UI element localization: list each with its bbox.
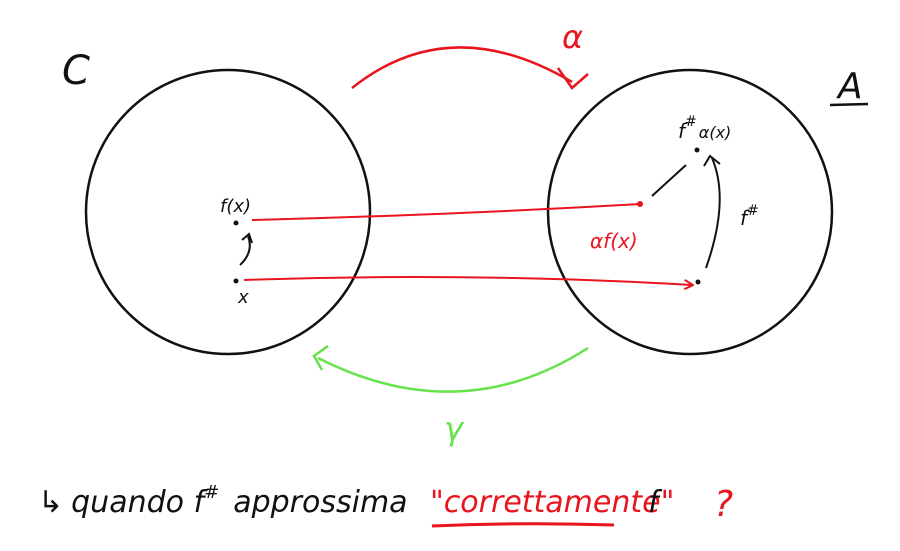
right-set-label: A <box>836 66 863 107</box>
f-loop-arrowhead <box>241 232 253 244</box>
gamma-label: γ <box>444 410 465 448</box>
f-sharp-alpha-x-label: f#α(x) <box>678 114 731 143</box>
concrete-domain-circle <box>84 68 372 356</box>
f-loop-arrow <box>239 235 251 266</box>
caption-text: ↳quando f#approssima <box>38 482 408 520</box>
caption-question: ? <box>714 484 733 525</box>
f-sharp-arrow <box>705 157 721 269</box>
gamma-arrowhead <box>312 344 329 371</box>
abstract-domain-circle <box>546 68 834 356</box>
point-x <box>233 278 239 284</box>
alpha-fx-mapping-line <box>251 203 641 221</box>
alpha-label: α <box>562 18 583 56</box>
alpha-x-mapping-line <box>243 275 692 285</box>
left-set-label: C <box>62 48 90 94</box>
alpha-arrowhead <box>556 67 589 90</box>
point-alpha-x <box>695 279 701 285</box>
f-sharp-arrowhead <box>703 154 721 167</box>
point-fx <box>233 220 239 226</box>
order-line <box>651 164 687 197</box>
caption-highlight: "correttamente" <box>430 485 674 520</box>
alpha-arrow <box>351 46 573 89</box>
right-set-underline <box>829 102 869 107</box>
alpha-fx-label: αf(x) <box>590 229 638 253</box>
f-sharp-label: f# <box>740 203 759 230</box>
x-label: x <box>237 287 249 308</box>
point-fsharp-alpha-x <box>694 147 700 153</box>
gamma-arrow <box>317 346 589 393</box>
point-alpha-fx <box>637 201 643 207</box>
caption-highlight-underline <box>431 522 615 528</box>
fx-label: f(x) <box>220 196 251 217</box>
